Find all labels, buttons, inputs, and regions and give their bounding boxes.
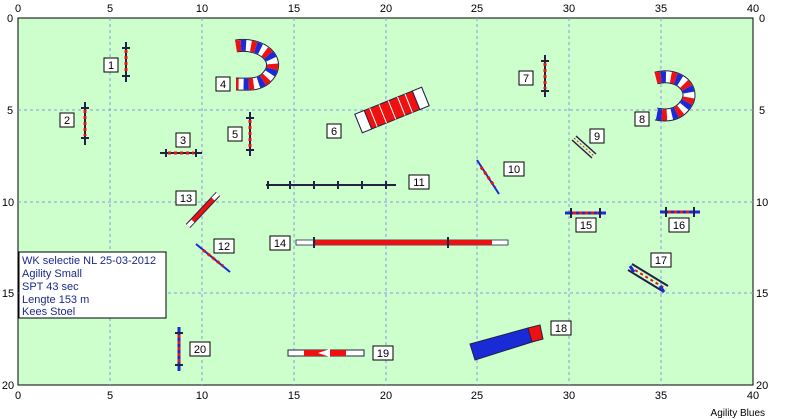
info-event: WK selectie NL 25-03-2012 bbox=[22, 255, 156, 267]
x-tick-bottom: 30 bbox=[563, 390, 575, 402]
x-tick-bottom: 35 bbox=[655, 390, 667, 402]
footer-brand: Agility Blues bbox=[711, 408, 765, 419]
info-class: Agility Small bbox=[22, 268, 82, 280]
obstacle-19-table bbox=[287, 349, 365, 357]
obstacle-8-tunnel bbox=[654, 70, 696, 122]
x-tick-top: 35 bbox=[655, 3, 667, 15]
obstacle-label-12: 12 bbox=[218, 241, 230, 253]
obstacle-number-labels: 1 2 3 4 5 6 7 8 9 10 11 12 13 14 15 16 1 bbox=[59, 57, 690, 361]
x-axis-top: 0 5 10 15 20 25 30 35 40 bbox=[15, 3, 759, 15]
obstacle-label-14: 14 bbox=[274, 238, 286, 250]
obstacle-label-16: 16 bbox=[673, 220, 685, 232]
obstacle-20-jump bbox=[175, 327, 183, 371]
obstacle-label-8: 8 bbox=[639, 114, 645, 126]
obstacle-18-chute bbox=[469, 324, 544, 361]
obstacle-label-10: 10 bbox=[508, 164, 520, 176]
obstacle-16-jump bbox=[660, 207, 700, 217]
obstacle-label-1: 1 bbox=[108, 60, 114, 72]
obstacle-label-5: 5 bbox=[232, 129, 238, 141]
obstacle-label-13: 13 bbox=[180, 193, 192, 205]
obstacle-label-17: 17 bbox=[655, 255, 667, 267]
x-tick-bottom: 25 bbox=[471, 390, 483, 402]
obstacle-label-20: 20 bbox=[194, 344, 206, 356]
x-tick-bottom: 0 bbox=[15, 390, 21, 402]
info-judge: Kees Stoel bbox=[22, 306, 75, 318]
obstacle-6-long-jump bbox=[354, 86, 430, 134]
y-axis-left: 0 5 10 15 20 bbox=[2, 13, 14, 392]
y-tick-right: 20 bbox=[756, 380, 768, 392]
obstacle-label-7: 7 bbox=[523, 73, 529, 85]
x-tick-top: 10 bbox=[196, 3, 208, 15]
y-axis-right: 0 5 10 15 20 bbox=[756, 13, 768, 392]
obstacle-17-jump bbox=[627, 263, 669, 293]
obstacle-label-11: 11 bbox=[413, 177, 424, 189]
x-tick-bottom: 15 bbox=[288, 390, 300, 402]
y-tick-left: 20 bbox=[2, 380, 14, 392]
x-tick-top: 30 bbox=[563, 3, 575, 15]
x-tick-top: 25 bbox=[471, 3, 483, 15]
obstacle-10-jump bbox=[476, 159, 500, 195]
obstacle-15-jump bbox=[565, 208, 606, 218]
obstacle-12-jump bbox=[195, 243, 231, 273]
x-tick-top: 15 bbox=[288, 3, 300, 15]
obstacle-4-tunnel bbox=[235, 38, 280, 91]
obstacle-label-4: 4 bbox=[220, 79, 226, 91]
x-tick-top: 0 bbox=[15, 3, 21, 15]
obstacle-label-18: 18 bbox=[555, 323, 567, 335]
x-tick-bottom: 40 bbox=[747, 390, 759, 402]
y-tick-right: 5 bbox=[759, 105, 765, 117]
y-tick-left: 0 bbox=[7, 13, 13, 25]
obstacle-5-jump bbox=[246, 112, 254, 156]
y-tick-left: 15 bbox=[2, 288, 14, 300]
y-tick-right: 15 bbox=[756, 288, 768, 300]
obstacle-2-jump bbox=[81, 102, 89, 145]
x-tick-bottom: 20 bbox=[380, 390, 392, 402]
obstacle-label-2: 2 bbox=[64, 115, 70, 127]
obstacle-label-15: 15 bbox=[580, 220, 592, 232]
x-tick-bottom: 10 bbox=[196, 390, 208, 402]
x-tick-bottom: 5 bbox=[107, 390, 113, 402]
obstacle-3-jump bbox=[160, 149, 202, 157]
obstacle-label-6: 6 bbox=[331, 126, 337, 138]
obstacle-11-dog-walk bbox=[266, 181, 396, 189]
info-length: Lengte 153 m bbox=[22, 294, 89, 306]
obstacle-9-spread-jump bbox=[571, 135, 597, 159]
obstacle-7-jump bbox=[541, 55, 549, 97]
obstacle-label-3: 3 bbox=[180, 135, 186, 147]
course-info-box: WK selectie NL 25-03-2012 Agility Small … bbox=[18, 251, 167, 319]
y-tick-right: 0 bbox=[759, 13, 765, 25]
y-tick-left: 10 bbox=[2, 197, 14, 209]
obstacle-label-9: 9 bbox=[594, 131, 600, 143]
x-tick-top: 5 bbox=[107, 3, 113, 15]
obstacle-label-19: 19 bbox=[377, 348, 389, 360]
x-tick-top: 20 bbox=[380, 3, 392, 15]
x-axis-bottom: 0 5 10 15 20 25 30 35 40 bbox=[15, 390, 759, 402]
x-tick-top: 40 bbox=[747, 3, 759, 15]
obstacle-1-jump bbox=[122, 42, 130, 82]
y-tick-left: 5 bbox=[7, 105, 13, 117]
info-spt: SPT 43 sec bbox=[22, 281, 79, 293]
obstacle-13-tire bbox=[185, 191, 221, 229]
obstacle-14-dog-walk bbox=[295, 237, 509, 248]
y-tick-right: 10 bbox=[756, 197, 768, 209]
